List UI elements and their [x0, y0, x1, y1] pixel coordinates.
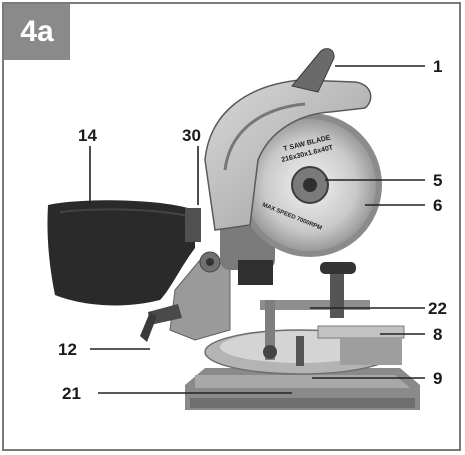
dust-bag: [47, 200, 201, 306]
bevel-lock-handle: [140, 304, 182, 342]
callout-1: 1: [433, 57, 443, 76]
callout-12: 12: [58, 340, 77, 359]
leader-lines: [89, 65, 425, 394]
callout-9: 9: [433, 369, 443, 388]
main-handle: [291, 48, 335, 93]
callout-22: 22: [428, 299, 447, 318]
callout-30: 30: [182, 126, 201, 145]
callout-14: 14: [78, 126, 97, 145]
callout-6: 6: [433, 196, 443, 215]
callout-8: 8: [433, 325, 443, 344]
callout-21: 21: [62, 384, 81, 403]
blade-guard: [204, 79, 372, 231]
pivot-housing: [169, 251, 231, 341]
saw-blade: [238, 113, 382, 257]
figure-label: 4a: [4, 4, 70, 60]
callout-5: 5: [433, 171, 443, 190]
fence: [260, 262, 370, 360]
table-extension: [317, 325, 405, 365]
